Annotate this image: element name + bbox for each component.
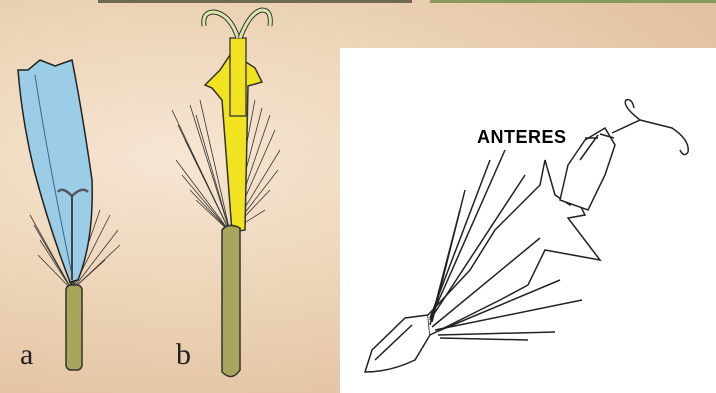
label-anteres: ANTERES: [477, 127, 567, 148]
label-a: a: [20, 338, 33, 372]
label-b: b: [176, 338, 191, 372]
